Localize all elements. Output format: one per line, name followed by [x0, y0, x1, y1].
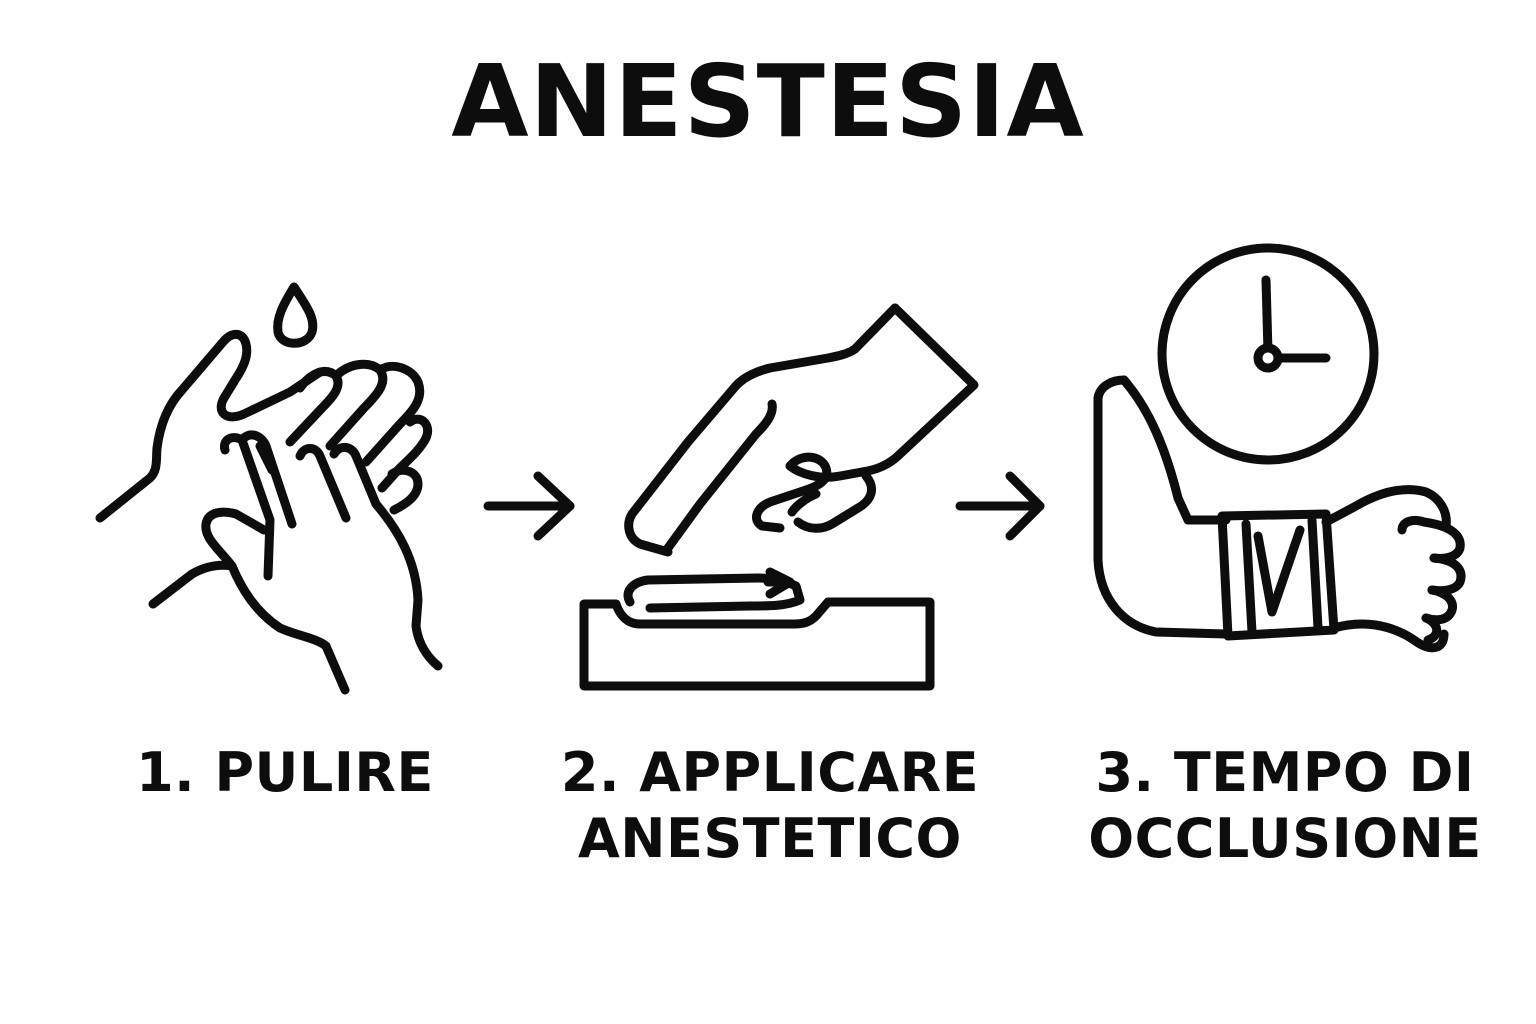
hands-washing-icon — [95, 282, 443, 695]
apply-cream-icon — [579, 303, 979, 691]
clock-bandaged-arm-icon — [1093, 243, 1466, 653]
step-label-tempo-di-occlusione: 3. TEMPO DI OCCLUSIONE — [1070, 740, 1500, 872]
step-label-pulire: 1. PULIRE — [120, 740, 450, 806]
step-label-line: 1. PULIRE — [136, 741, 434, 804]
step-label-line: ANESTETICO — [578, 807, 962, 870]
step-label-line: OCCLUSIONE — [1088, 807, 1482, 870]
arrow-right-icon — [483, 471, 575, 541]
page-title: ANESTESIA — [451, 43, 1085, 160]
step-label-line: 2. APPLICARE — [560, 741, 980, 804]
arrow-right-icon — [955, 471, 1045, 541]
step-label-line: 3. TEMPO DI — [1095, 741, 1475, 804]
step-label-applicare-anestetico: 2. APPLICARE ANESTETICO — [545, 740, 995, 872]
